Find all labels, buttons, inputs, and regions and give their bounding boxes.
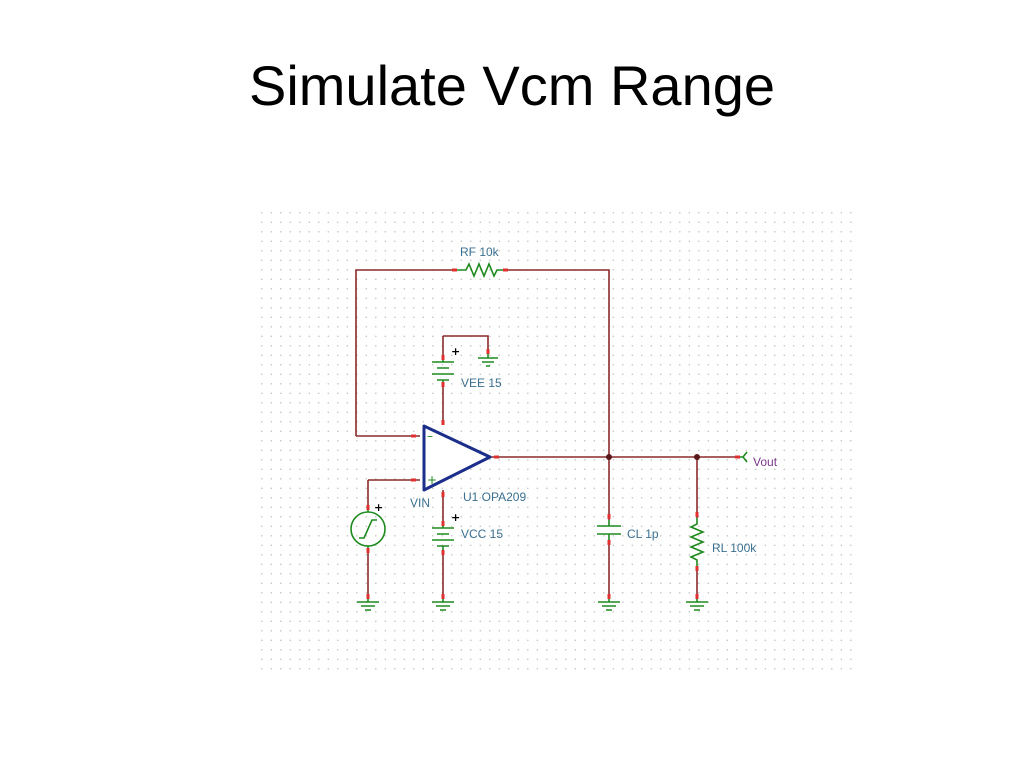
vee-plus-sign: +: [451, 345, 460, 358]
rl-label: RL 100k: [712, 541, 757, 555]
schematic-grid: [258, 210, 854, 670]
source-vin[interactable]: [350, 505, 386, 553]
slide-title: Simulate Vcm Range: [248, 54, 775, 117]
vcc-plus-sign: +: [451, 511, 460, 524]
resistor-rl[interactable]: [688, 512, 706, 571]
ground-symbol: [598, 594, 620, 611]
ground-symbol: [478, 349, 498, 367]
battery-vcc[interactable]: [432, 521, 454, 555]
resistor-rf[interactable]: [452, 261, 508, 279]
vin-plus-sign: +: [374, 501, 383, 514]
vout-terminal[interactable]: [735, 451, 748, 463]
ground-symbol: [357, 594, 379, 611]
cl-label: CL 1p: [627, 527, 659, 541]
opamp-minus-sign: –: [427, 429, 433, 443]
vcc-label: VCC 15: [461, 527, 503, 541]
vee-label: VEE 15: [461, 376, 502, 390]
ground-symbol: [432, 594, 454, 611]
battery-vee[interactable]: [432, 355, 454, 387]
opamp-plus-sign: +: [427, 473, 437, 487]
vin-label: VIN: [410, 496, 430, 510]
rf-label: RF 10k: [460, 245, 500, 259]
capacitor-cl[interactable]: [597, 514, 621, 545]
junction-dot: [694, 454, 700, 460]
junction-dot: [606, 454, 612, 460]
opamp-u1[interactable]: [411, 420, 499, 497]
vout-label: Vout: [753, 455, 778, 469]
opamp-label: U1 OPA209: [463, 490, 526, 504]
ground-symbol: [686, 594, 708, 611]
